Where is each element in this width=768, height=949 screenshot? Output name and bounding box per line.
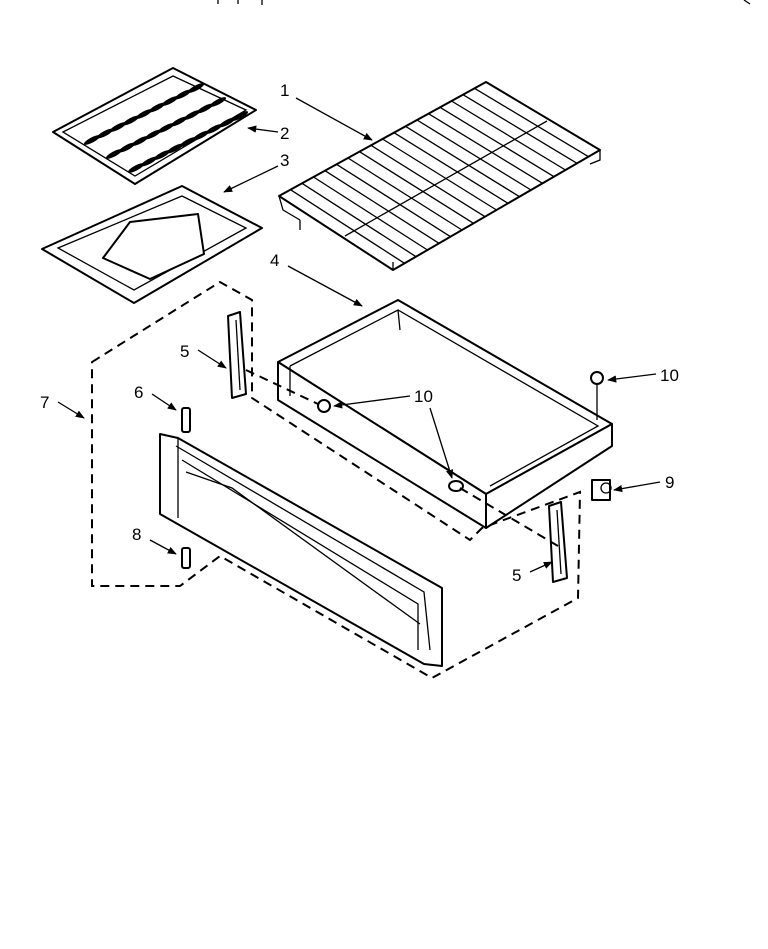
grid-slot <box>161 96 179 106</box>
top-edge-fragments <box>217 0 751 5</box>
callout-10-center: 10 <box>414 387 433 406</box>
rack-wire <box>336 163 451 238</box>
callout-5-right: 5 <box>512 566 521 585</box>
grid-slot <box>127 163 145 173</box>
screw-8 <box>181 547 191 569</box>
grid-slot <box>196 103 214 114</box>
grid-slot <box>170 116 188 127</box>
rack-wire <box>393 132 509 204</box>
drawer-slide-left <box>227 311 247 399</box>
grid-slot <box>174 89 192 100</box>
grid-slot <box>131 136 149 146</box>
callout-8: 8 <box>132 525 141 544</box>
grid-slot <box>135 109 153 119</box>
drawer-front <box>159 433 443 667</box>
rack-wire <box>382 138 497 211</box>
callout-2: 2 <box>280 124 289 143</box>
broiler-pan <box>41 185 263 304</box>
grid-slot <box>148 102 166 113</box>
screw-10-lower <box>448 480 464 492</box>
callout-3: 3 <box>280 151 289 170</box>
drawer-slide-right <box>548 501 568 583</box>
rack-wire <box>370 144 486 218</box>
rack-wire <box>359 151 474 224</box>
rack-wire <box>439 106 555 178</box>
grid-slot <box>140 156 158 167</box>
callout-labels: 1 2 3 4 5 5 6 7 8 9 10 10 <box>40 81 679 585</box>
rack-wire <box>462 94 578 164</box>
grid-slot <box>122 115 140 126</box>
callout-9: 9 <box>665 473 674 492</box>
grid-slot <box>118 142 136 153</box>
callout-10-right: 10 <box>660 366 679 385</box>
callout-7: 7 <box>40 393 49 412</box>
callout-1: 1 <box>280 81 289 100</box>
grid-slot <box>218 117 236 128</box>
grid-slot <box>192 130 210 141</box>
rack-wire <box>301 182 417 258</box>
screw-10-center <box>317 399 331 413</box>
grid-slot <box>83 135 101 145</box>
rack-wire <box>313 176 428 251</box>
oven-rack <box>278 81 601 271</box>
callout-4: 4 <box>270 251 279 270</box>
drawer-assembly-outline <box>91 280 582 680</box>
grid-slot <box>157 123 175 133</box>
callout-5-left: 5 <box>180 342 189 361</box>
grid-slot <box>209 97 227 107</box>
grid-slot <box>109 122 127 132</box>
grid-slot <box>166 143 184 154</box>
screw-6 <box>181 407 191 433</box>
screw-10-right <box>590 371 604 420</box>
grid-slot <box>153 150 171 160</box>
rack-wire <box>428 113 543 184</box>
rack-wire <box>405 125 520 198</box>
clip-9 <box>591 479 612 501</box>
leader-lines <box>57 97 661 573</box>
grid-slot <box>205 124 223 134</box>
grid-slot <box>231 111 249 121</box>
grid-slot <box>187 83 205 93</box>
grid-slot <box>183 110 201 120</box>
rack-wire <box>474 87 589 158</box>
grid-slot <box>96 128 114 139</box>
rack-wire <box>290 189 405 264</box>
rack-wire <box>451 100 566 171</box>
drawer-body <box>277 299 613 529</box>
grid-slot <box>179 137 197 147</box>
grid-slot <box>105 149 123 159</box>
rack-wire <box>347 157 463 231</box>
grid-slot <box>144 129 162 140</box>
rack-wire <box>324 170 440 244</box>
broiler-grid <box>52 67 257 185</box>
assembly-links <box>245 369 559 547</box>
callout-6: 6 <box>134 383 143 402</box>
rack-wire <box>416 119 532 191</box>
